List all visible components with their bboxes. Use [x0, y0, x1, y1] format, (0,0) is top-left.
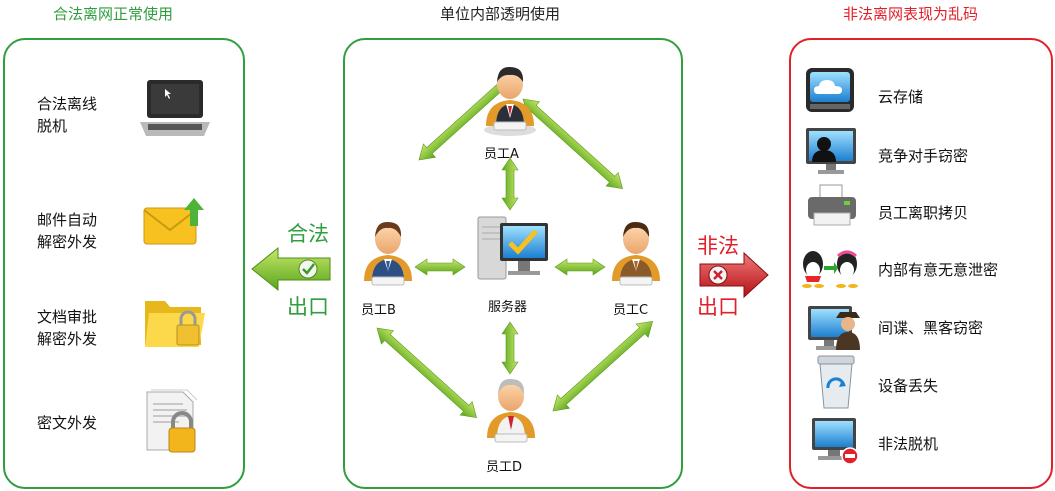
right-item-3-label: 员工离职拷贝	[878, 204, 969, 222]
left-item-3-label: 文档审批解密外发	[37, 308, 98, 348]
server-icon	[477, 216, 548, 280]
document-lock-icon	[146, 389, 198, 453]
mail-upload-icon	[143, 198, 204, 245]
right-item-1-label: 云存储	[878, 88, 924, 106]
middle-section-title: 单位内部透明使用	[440, 5, 561, 23]
left-item-4-label: 密文外发	[37, 414, 98, 432]
right-item-4-label: 内部有意无意泄密	[878, 261, 999, 279]
left-item-1-label: 合法离线脱机	[37, 95, 98, 135]
left-item-2-label: 邮件自动解密外发	[37, 211, 98, 251]
recycle-bin-icon	[817, 355, 855, 409]
folder-lock-icon	[145, 301, 205, 347]
employee-c-icon	[612, 221, 660, 286]
internal-network-panel	[343, 38, 683, 489]
illegal-exit-top-label: 非法	[697, 234, 739, 258]
employee-d-icon	[487, 378, 535, 443]
spy-monitor-icon	[808, 306, 860, 350]
qq-chat-icon	[802, 250, 858, 288]
laptop-icon	[140, 80, 210, 136]
legal-exit-bottom-label: 出口	[287, 295, 329, 319]
legal-offline-panel	[3, 38, 245, 489]
right-item-2-label: 竞争对手窃密	[878, 147, 969, 165]
employee-a-icon	[484, 66, 536, 136]
server-label: 服务器	[488, 300, 528, 315]
illegal-exit-arrow-icon	[699, 251, 769, 299]
illegal-exit-bottom-label: 出口	[697, 295, 739, 319]
legal-exit-arrow-icon	[251, 246, 331, 292]
right-item-5-label: 间谍、黑客窃密	[878, 319, 984, 337]
right-item-6-label: 设备丢失	[878, 377, 939, 395]
network-arrows	[376, 69, 653, 419]
left-section-title: 合法离网正常使用	[53, 5, 174, 23]
cloud-storage-icon	[806, 68, 854, 112]
legal-exit-top-label: 合法	[287, 222, 329, 246]
monitor-person-icon	[806, 128, 856, 174]
illegal-offline-panel	[789, 38, 1053, 489]
disconnected-pc-icon	[812, 418, 859, 465]
employee-b-label: 员工B	[361, 303, 396, 318]
employee-d-label: 员工D	[486, 460, 523, 475]
employee-b-icon	[364, 221, 412, 286]
employee-a-label: 员工A	[484, 147, 519, 162]
right-section-title: 非法离网表现为乱码	[843, 5, 979, 23]
printer-icon	[808, 184, 856, 226]
employee-c-label: 员工C	[613, 303, 649, 318]
right-item-7-label: 非法脱机	[878, 435, 939, 453]
